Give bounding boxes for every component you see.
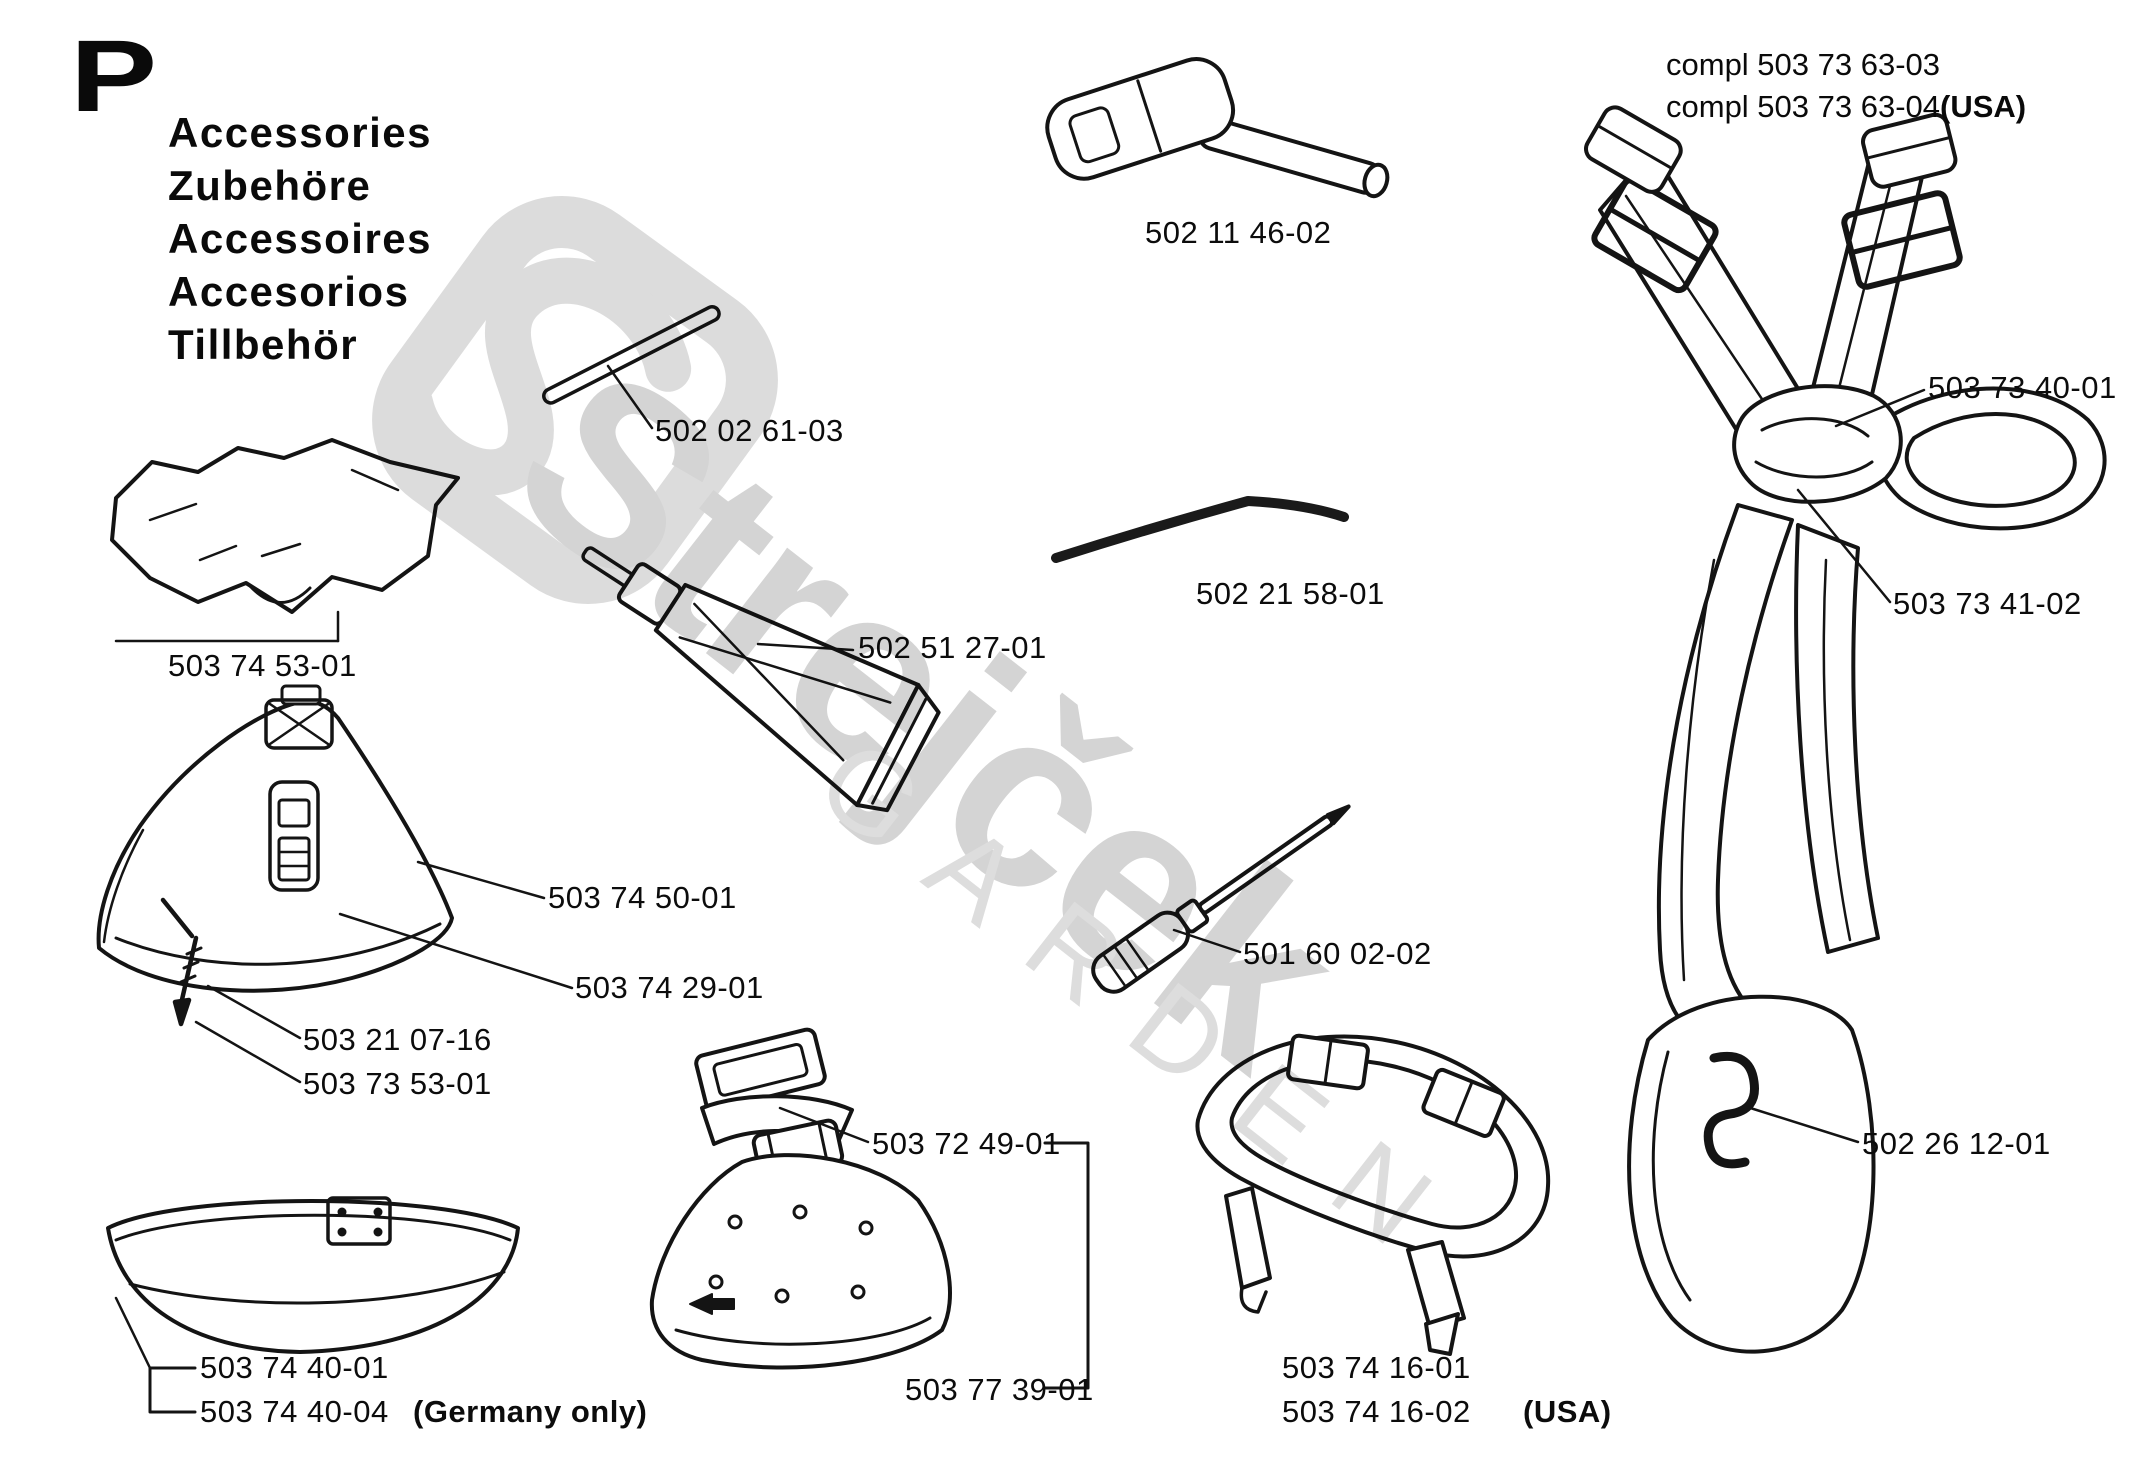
screwdriver-drawing (1091, 804, 1351, 994)
part-label-503-74-16-01: 503 74 16-01 (1282, 1350, 1471, 1385)
germany-only-note: (Germany only) (413, 1394, 648, 1429)
compl-line-1: compl 503 73 63-03 (1666, 44, 2026, 86)
lang-french: Accessoires (168, 215, 433, 262)
part-label-503-21-07-16: 503 21 07-16 (303, 1022, 492, 1057)
t-handle-wrench-drawing (1045, 57, 1390, 199)
strap-assembly-drawing (1195, 1033, 1551, 1356)
screw-drawing (160, 897, 203, 1027)
part-label-502-02-61-03: 502 02 61-03 (655, 413, 844, 448)
part-label-503-74-50-01: 503 74 50-01 (548, 880, 737, 915)
lang-swedish: Tillbehör (168, 321, 359, 368)
compl-number-2: compl 503 73 63-04 (1666, 89, 1941, 124)
bracket-guard-drawing (110, 438, 460, 643)
part-label-503-74-40-01: 503 74 40-01 (200, 1350, 389, 1385)
part-label-503-74-53-01: 503 74 53-01 (168, 648, 357, 683)
language-title-list: Accessories Zubehöre Accessoires Accesor… (168, 106, 432, 371)
part-label-502-11-46-02: 502 11 46-02 (1145, 215, 1332, 250)
part-label-503-72-49-01: 503 72 49-01 (872, 1126, 1061, 1161)
harness-drawing (1584, 105, 2107, 1354)
compl-usa-note: (USA) (1940, 89, 2027, 124)
compl-line-2: compl 503 73 63-04(USA) (1666, 86, 2026, 128)
guard-assembly-drawing (649, 1118, 952, 1370)
usa-note: (USA) (1523, 1394, 1612, 1429)
part-label-503-73-41-02: 503 73 41-02 (1893, 586, 2082, 621)
part-label-503-77-39-01: 503 77 39-01 (905, 1372, 1094, 1407)
part-label-503-74-40-04: 503 74 40-04 (200, 1394, 389, 1429)
part-label-503-74-29-01: 503 74 29-01 (575, 970, 764, 1005)
part-label-503-74-16-02: 503 74 16-02 (1282, 1394, 1471, 1429)
part-label-502-21-58-01: 502 21 58-01 (1196, 576, 1385, 611)
part-label-503-73-40-01: 503 73 40-01 (1928, 370, 2117, 405)
part-label-502-26-12-01: 502 26 12-01 (1862, 1126, 2051, 1161)
compl-number-1: compl 503 73 63-03 (1666, 47, 1941, 82)
part-label-503-73-53-01: 503 73 53-01 (303, 1066, 492, 1101)
section-letter: P (70, 19, 158, 133)
trimmer-guard-drawing (96, 684, 454, 993)
blade-guard-drawing (106, 1196, 520, 1354)
part-label-501-60-02-02: 501 60 02-02 (1243, 936, 1432, 971)
locking-pin-drawing (542, 305, 721, 405)
lang-spanish: Accesorios (168, 268, 410, 315)
hex-key-drawing (1051, 496, 1349, 563)
lang-german: Zubehöre (168, 162, 372, 209)
part-label-502-51-27-01: 502 51 27-01 (858, 630, 1047, 665)
lang-english: Accessories (168, 109, 433, 156)
complete-assembly-labels: compl 503 73 63-03 compl 503 73 63-04(US… (1666, 44, 2026, 128)
